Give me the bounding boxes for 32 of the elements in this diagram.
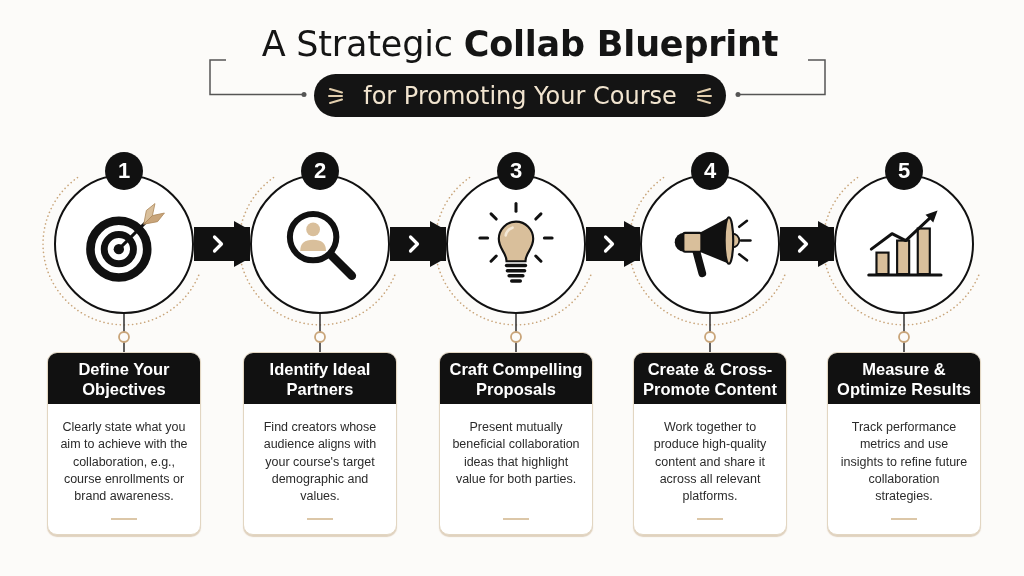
subtitle: for Promoting Your Course xyxy=(363,81,677,110)
step-circle xyxy=(640,152,780,314)
step-card xyxy=(633,352,787,535)
step-card xyxy=(47,352,201,535)
connector-line xyxy=(898,313,910,353)
step-number: 3 xyxy=(497,152,535,190)
card-description: Present mutually beneficial collaboration ideas that highlight value for both parties. xyxy=(452,419,580,488)
card-description: Work together to produce high-quality content and share it across all relevant platforms. xyxy=(652,419,768,506)
step-number: 5 xyxy=(885,152,923,190)
title: A Strategic Collab Blueprint xyxy=(261,24,779,64)
connector-line xyxy=(704,313,716,353)
step-circle xyxy=(54,152,194,314)
step-circle xyxy=(446,152,586,314)
card-heading: Identify Ideal Partners xyxy=(244,353,396,404)
step-number: 1 xyxy=(105,152,143,190)
card-description: Track performance metrics and use insights to refine future collaboration strategies. xyxy=(840,419,968,506)
connector-line xyxy=(510,313,522,353)
step-card xyxy=(243,352,397,535)
step-card xyxy=(439,352,593,535)
card-heading: Create & Cross-Promote Content xyxy=(634,353,786,404)
step-number: 4 xyxy=(691,152,729,190)
card-description: Clearly state what you aim to achieve with the collaboration, e.g., course enrollments or brand awareness. xyxy=(60,419,188,506)
step-card xyxy=(827,352,981,535)
card-heading: Measure & Optimize Results xyxy=(828,353,980,404)
step-circle xyxy=(834,152,974,314)
connector-line xyxy=(314,313,326,353)
step-number: 2 xyxy=(301,152,339,190)
card-heading: Define Your Objectives xyxy=(48,353,200,404)
connector-line xyxy=(118,313,130,353)
step-circle xyxy=(250,152,390,314)
card-description: Find creators whose audience aligns with your course's target demographic and values. xyxy=(262,419,378,506)
card-heading: Craft Compelling Proposals xyxy=(440,353,592,404)
